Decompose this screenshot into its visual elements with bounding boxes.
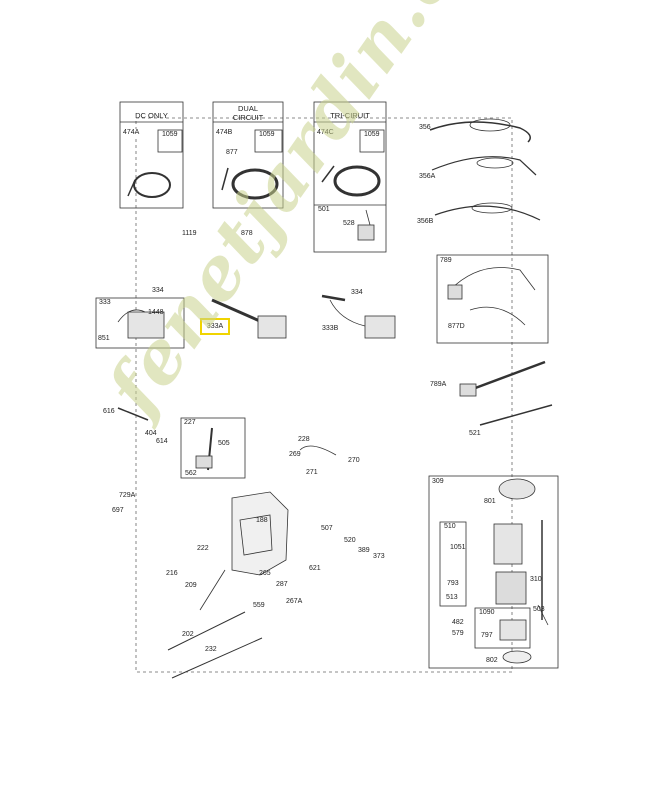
tri-circuit-column <box>313 101 387 253</box>
part-label-877d: 877D <box>448 323 465 330</box>
part-label-269: 269 <box>289 451 301 458</box>
part-label-505: 505 <box>218 440 230 447</box>
part-label-228: 228 <box>298 436 310 443</box>
box-333 <box>95 297 185 349</box>
part-label-878: 878 <box>241 230 253 237</box>
part-label-503: 503 <box>533 606 545 613</box>
part-label-482: 482 <box>452 619 464 626</box>
highlighted-part-333a[interactable]: 333A <box>200 318 230 335</box>
part-label-334-b: 334 <box>351 289 363 296</box>
part-label-579: 579 <box>452 630 464 637</box>
part-label-287: 287 <box>276 581 288 588</box>
part-label-520: 520 <box>344 537 356 544</box>
part-label-789a: 789A <box>430 381 447 388</box>
header-circuit: CIRCUIT <box>232 113 264 122</box>
part-label-1119: 1119 <box>182 230 197 237</box>
part-label-797: 797 <box>481 632 493 639</box>
box-label-789: 789 <box>439 257 453 265</box>
box-label-474c: 474C <box>316 129 335 137</box>
part-label-216: 216 <box>166 570 178 577</box>
part-label-513: 513 <box>446 594 458 601</box>
box-label-510: 510 <box>443 523 457 531</box>
part-label-188: 188 <box>256 517 268 524</box>
part-label-310: 310 <box>530 576 542 583</box>
part-label-559: 559 <box>253 602 265 609</box>
dc-only-column <box>119 101 184 209</box>
part-label-356: 356 <box>419 124 431 131</box>
part-label-202: 202 <box>182 631 194 638</box>
part-label-851: 851 <box>98 335 110 342</box>
box-label-1059-a: 1059 <box>161 131 179 139</box>
part-label-267a: 267A <box>286 598 303 605</box>
part-label-209: 209 <box>185 582 197 589</box>
part-label-356a: 356A <box>419 173 436 180</box>
box-label-333: 333 <box>98 299 112 307</box>
dual-circuit-column <box>212 101 284 209</box>
part-label-222: 222 <box>197 545 209 552</box>
part-label-507: 507 <box>321 525 333 532</box>
part-label-697: 697 <box>112 507 124 514</box>
header-dc-only: DC ONLY <box>135 111 168 120</box>
part-label-389: 389 <box>358 547 370 554</box>
header-tri-circuit: TRI-CIRUIT <box>330 111 370 120</box>
box-789 <box>436 254 549 344</box>
part-label-404: 404 <box>145 430 157 437</box>
box-1090 <box>474 607 531 649</box>
part-label-270: 270 <box>348 457 360 464</box>
part-label-1448: 1448 <box>148 309 164 316</box>
part-label-614: 614 <box>156 438 168 445</box>
box-label-474b: 474B <box>215 129 234 137</box>
part-label-801: 801 <box>484 498 496 505</box>
part-label-616: 616 <box>103 408 115 415</box>
part-label-265: 265 <box>259 570 271 577</box>
part-label-877: 877 <box>226 149 238 156</box>
part-label-793: 793 <box>447 580 459 587</box>
main-dashed-frame <box>135 117 513 673</box>
box-309 <box>428 475 559 669</box>
box-label-1090: 1090 <box>478 609 496 617</box>
part-label-271: 271 <box>306 469 318 476</box>
part-label-729a: 729A <box>119 492 136 499</box>
part-label-521: 521 <box>469 430 481 437</box>
box-label-474a: 474A <box>122 129 141 137</box>
box-label-309: 309 <box>431 478 445 486</box>
part-label-333b: 333B <box>322 325 339 332</box>
box-label-501: 501 <box>317 206 331 214</box>
part-label-232: 232 <box>205 646 217 653</box>
header-dual: DUAL <box>237 104 258 113</box>
box-label-1059-c: 1059 <box>363 131 381 139</box>
box-label-1059-b: 1059 <box>258 131 276 139</box>
part-label-562: 562 <box>185 470 197 477</box>
part-label-621: 621 <box>309 565 321 572</box>
part-label-802: 802 <box>486 657 498 664</box>
box-227 <box>180 417 246 479</box>
part-label-528: 528 <box>343 220 355 227</box>
part-label-334-a: 334 <box>152 287 164 294</box>
box-510 <box>439 521 467 607</box>
box-label-227: 227 <box>183 419 197 427</box>
part-label-1051: 1051 <box>450 544 466 551</box>
part-label-356b: 356B <box>417 218 434 225</box>
part-label-373: 373 <box>373 553 385 560</box>
